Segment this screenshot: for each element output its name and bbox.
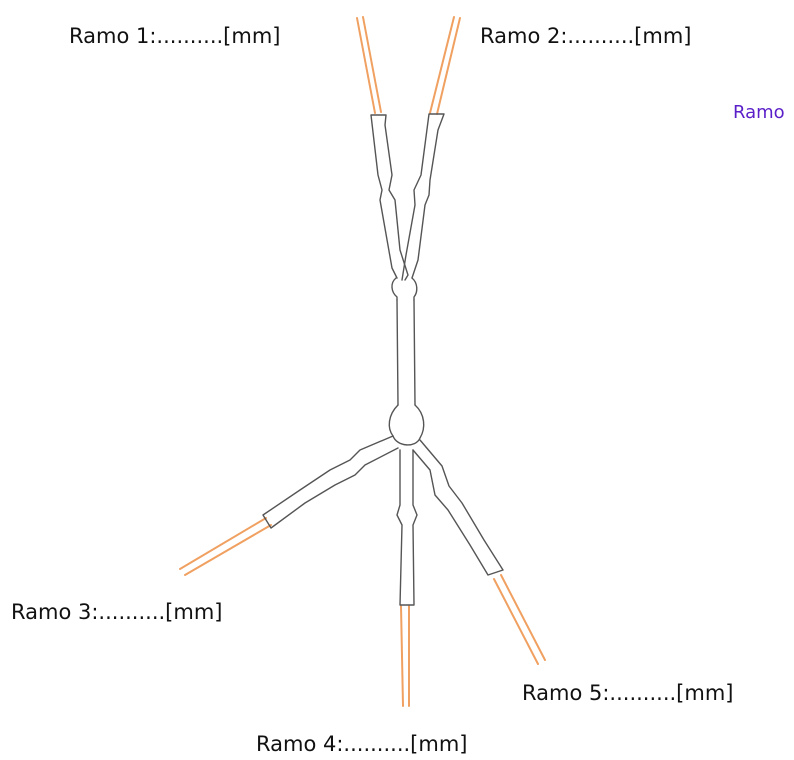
conductor-ramo-1	[356, 17, 376, 114]
conductor-ramo-3	[179, 517, 267, 570]
label-ramo-5: Ramo 5:..........[mm]	[522, 681, 734, 705]
label-ramo-1: Ramo 1:..........[mm]	[69, 24, 281, 48]
upper-junction	[391, 277, 418, 301]
label-ramo-3: Ramo 3:..........[mm]	[11, 600, 223, 624]
sheath-ramo-4	[396, 449, 418, 606]
sheath	[262, 113, 504, 606]
label-ramo-2: Ramo 2:..........[mm]	[480, 24, 692, 48]
label-ramo-partial: Ramo	[733, 102, 785, 123]
conductor-ramo-4	[400, 605, 404, 707]
trunk	[396, 299, 416, 406]
label-ramo-4: Ramo 4:..........[mm]	[256, 732, 468, 756]
sheath-ramo-2	[401, 113, 445, 281]
conductor-ends	[179, 16, 546, 707]
lower-junction	[388, 404, 425, 446]
sheath-ramo-3	[262, 435, 399, 529]
sheath-ramo-5	[412, 439, 504, 576]
sheath-ramo-1	[370, 114, 409, 281]
conductor-ramo-2	[429, 16, 455, 114]
conductor-ramo-5	[493, 578, 539, 665]
